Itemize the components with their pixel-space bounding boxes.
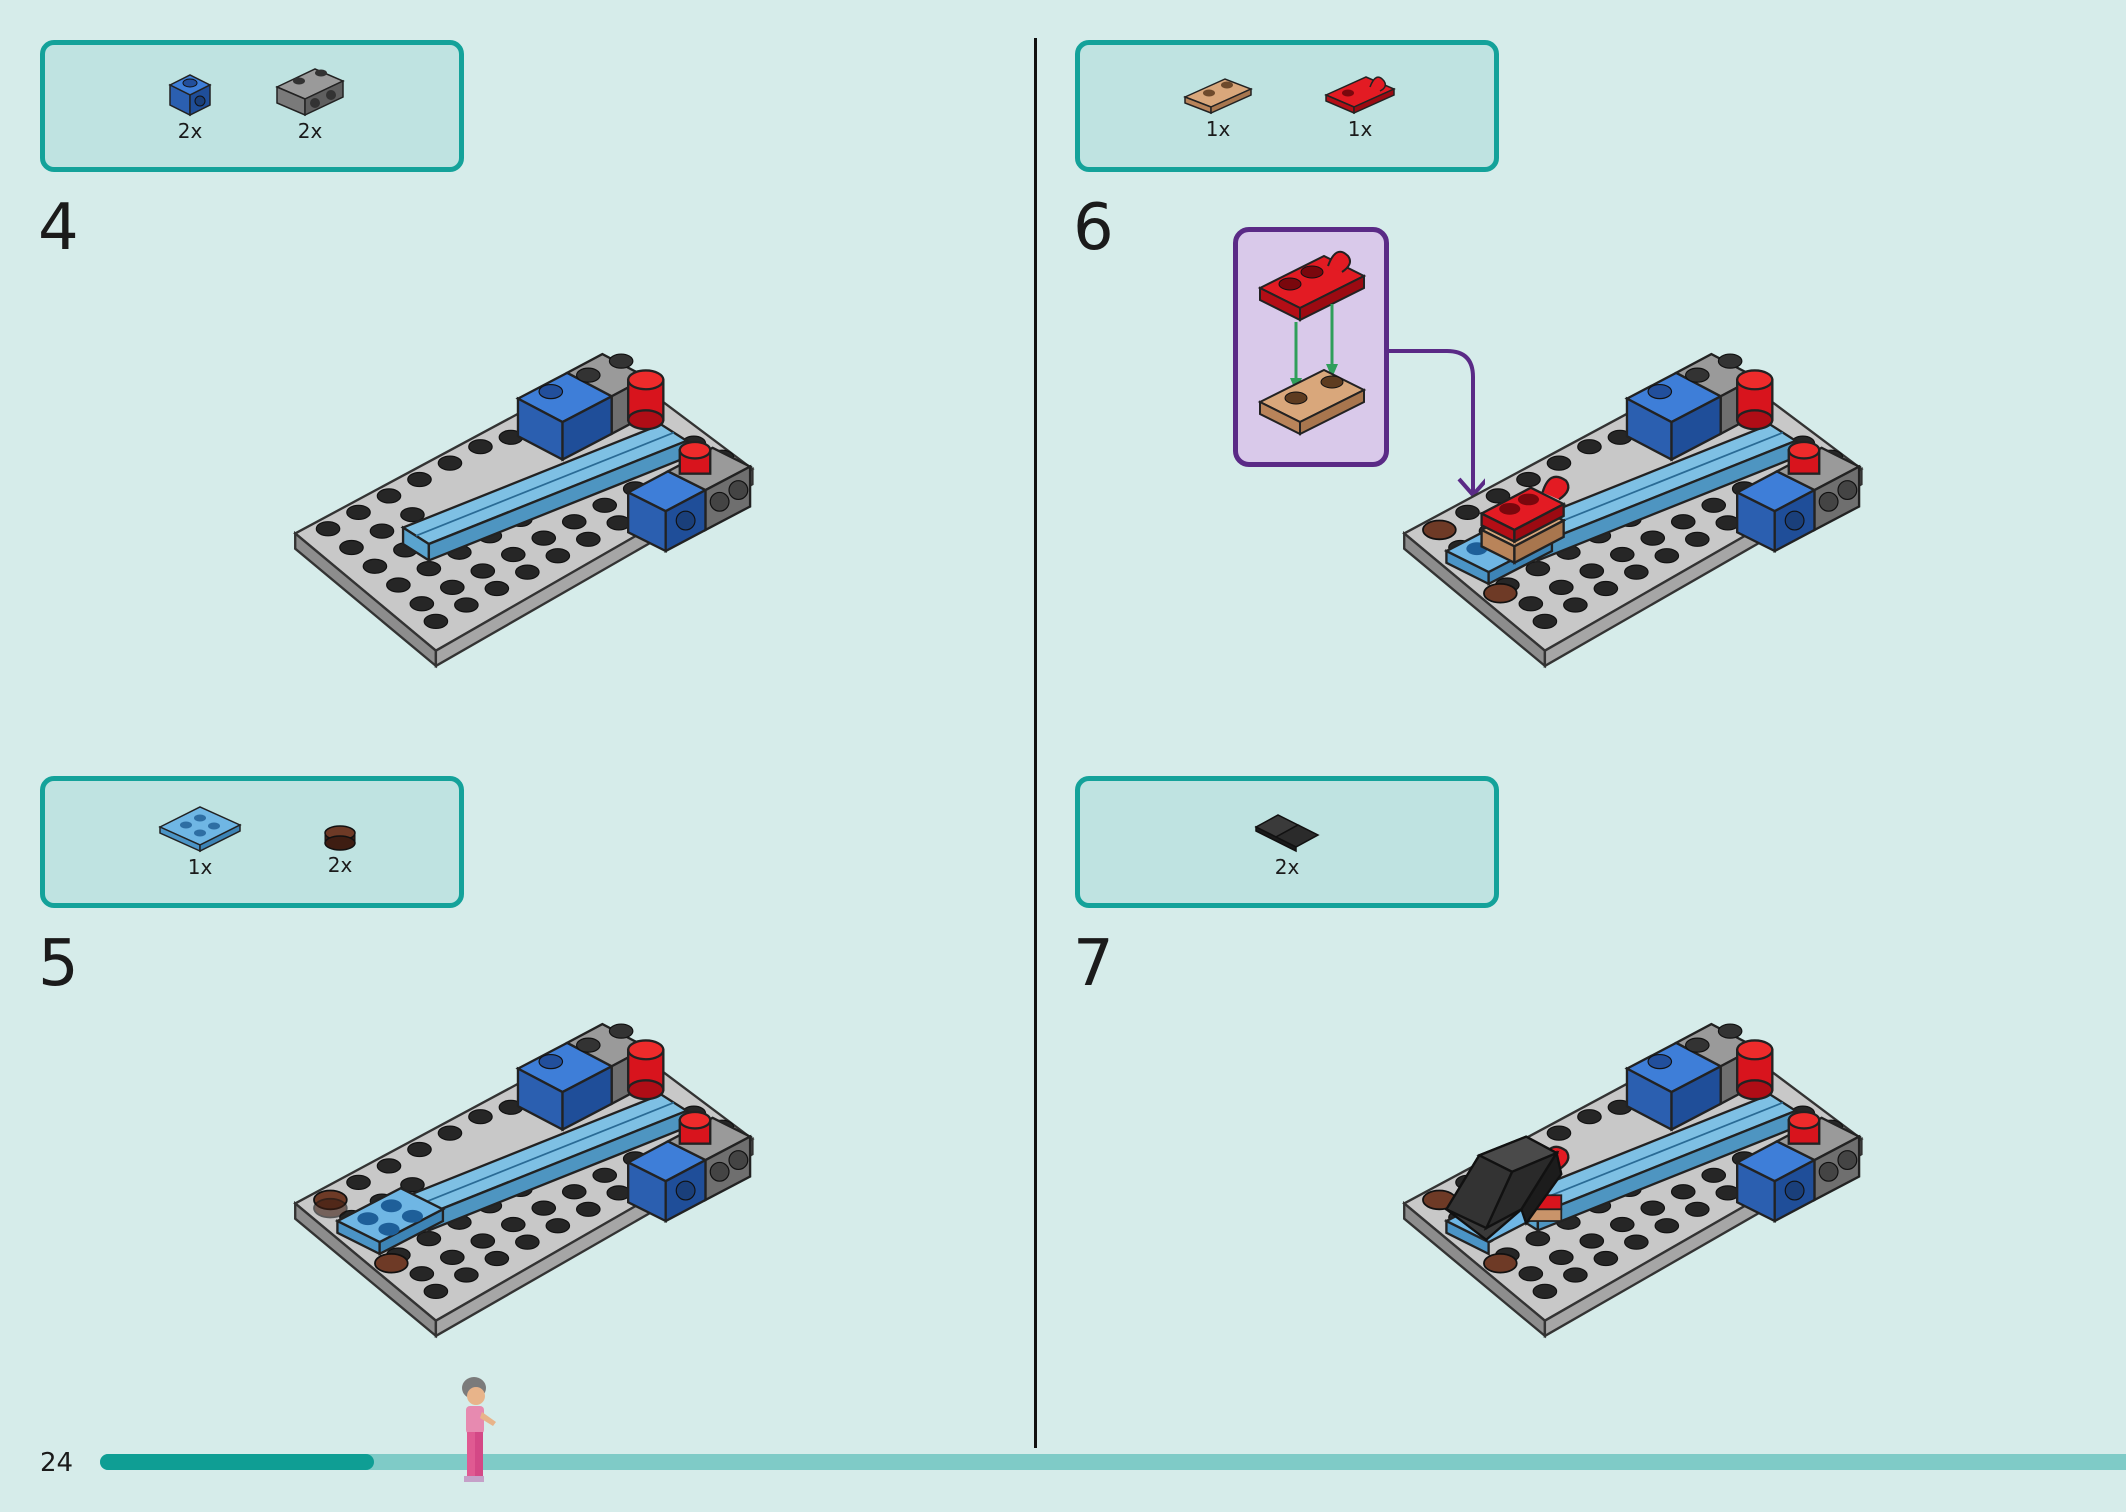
black-slope-icon: [1254, 814, 1320, 853]
progress-bar: [100, 1454, 2126, 1470]
parts-box-step-4: 2x 2x: [40, 40, 464, 172]
part-tan-plate: 1x: [1180, 75, 1256, 141]
step-5-model: [294, 1022, 754, 1338]
part-blue-brick: 2x: [155, 71, 225, 143]
part-qty: 2x: [297, 119, 323, 143]
part-red-plate-clip: 1x: [1320, 69, 1400, 141]
part-brown-round-tile: 2x: [310, 823, 370, 877]
part-light-blue-plate: 1x: [155, 803, 245, 879]
part-qty: 1x: [187, 855, 213, 879]
step-number: 6: [1073, 191, 1114, 265]
part-gray-brick: 2x: [270, 65, 350, 143]
step-6-model: [1403, 352, 1863, 668]
step-number: 4: [38, 191, 79, 265]
subassembly-callout: [1233, 227, 1389, 467]
parts-box-step-5: 1x 2x: [40, 776, 464, 908]
part-qty: 2x: [1274, 855, 1300, 879]
step-7-model: [1403, 1022, 1863, 1338]
part-qty: 1x: [1347, 117, 1373, 141]
light-blue-plate-icon: [158, 806, 242, 853]
minifigure-progress-marker-icon: [462, 1377, 496, 1482]
progress-bar-fill: [100, 1454, 374, 1470]
parts-box-step-7: 2x: [1075, 776, 1499, 908]
step-4-model: [294, 352, 754, 668]
tan-plate-icon: [1183, 78, 1253, 115]
brown-round-tile-icon: [324, 825, 356, 851]
column-divider: [1034, 38, 1037, 1448]
step-number: 7: [1073, 927, 1114, 1001]
step-number: 5: [38, 927, 79, 1001]
part-qty: 2x: [177, 119, 203, 143]
part-qty: 2x: [327, 853, 353, 877]
page-number: 24: [40, 1448, 74, 1478]
subassembly-illustration: [1257, 250, 1367, 436]
part-black-slope: 2x: [1250, 809, 1324, 879]
part-qty: 1x: [1205, 117, 1231, 141]
red-plate-clip-icon: [1324, 76, 1396, 115]
gray-brick-icon: [275, 68, 345, 117]
blue-brick-icon: [168, 74, 212, 117]
callout-arrow: [1389, 349, 1485, 499]
parts-box-step-6: 1x 1x: [1075, 40, 1499, 172]
